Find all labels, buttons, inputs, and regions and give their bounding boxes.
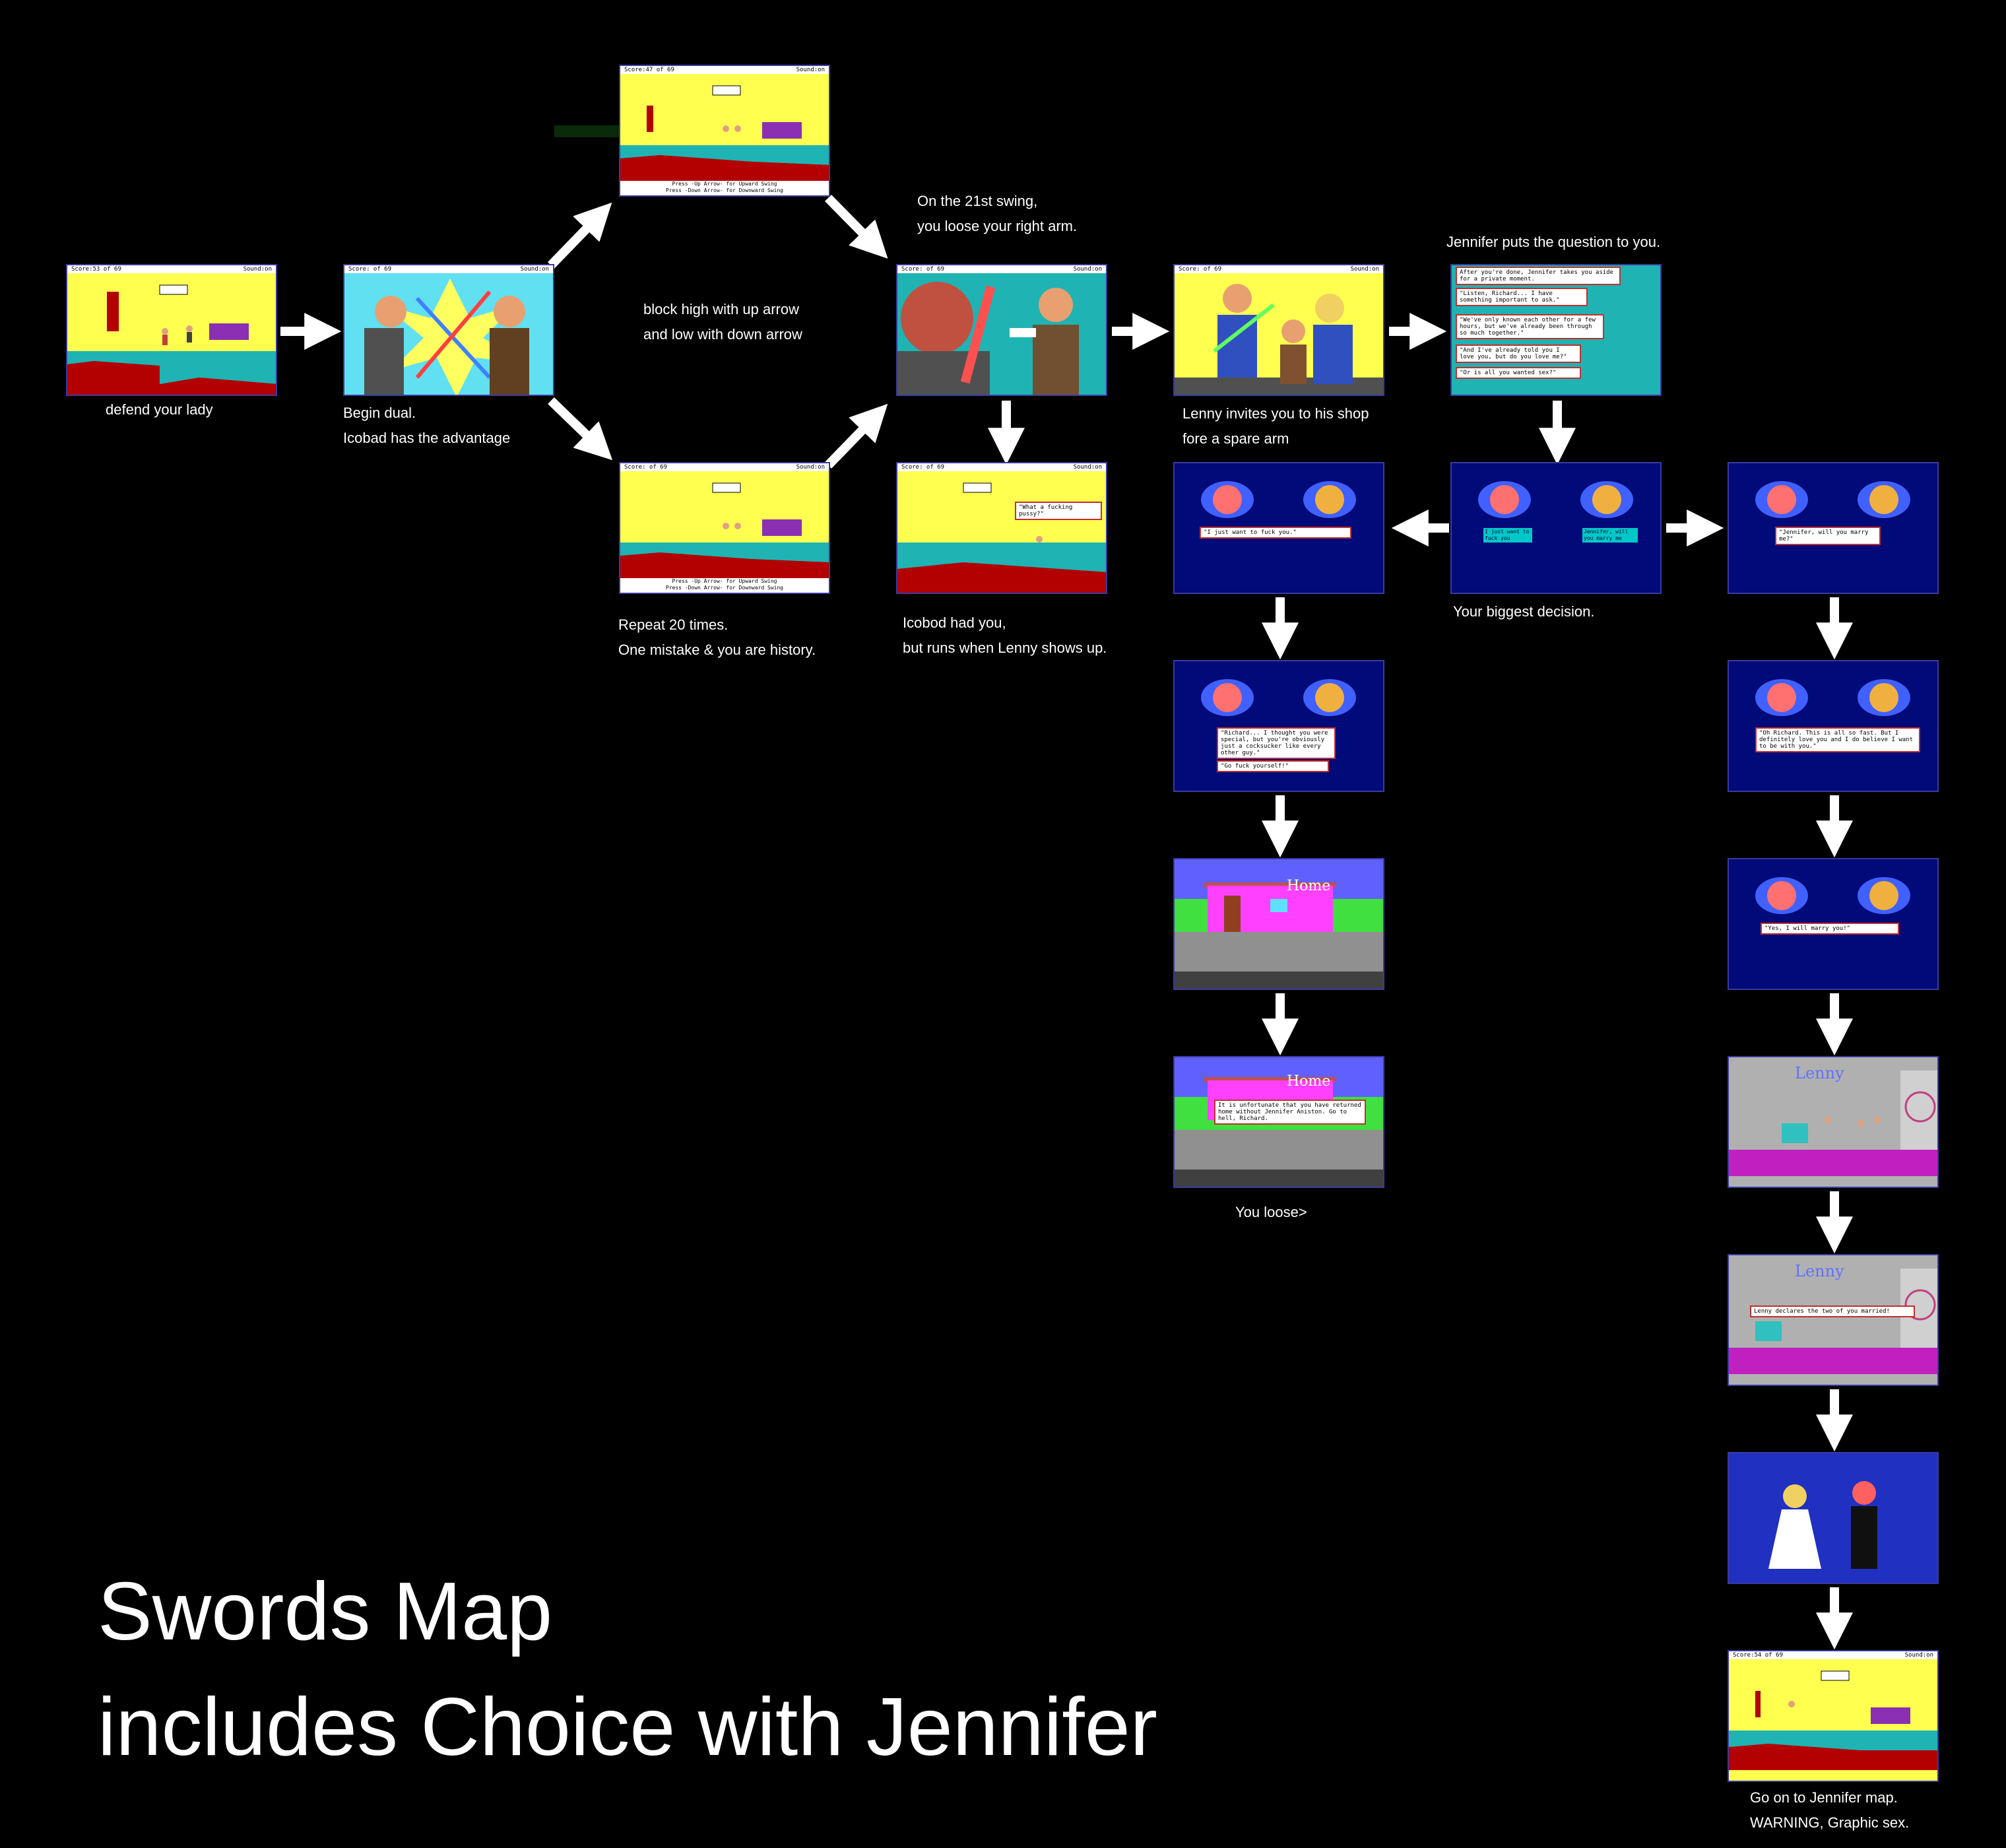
wedding-scene — [1768, 1481, 1877, 1569]
shop-scene — [1729, 1269, 1937, 1374]
dialog-box: "Go fuck yourself!" — [1217, 760, 1329, 772]
dialog-box: After you're done, Jennifer takes you as… — [1456, 267, 1621, 285]
screenshot-fuck-you: "I just want to fuck you." — [1173, 462, 1384, 594]
faces — [1201, 679, 1356, 716]
screenshot-marry-me: "Jennifer, will you marry me?" — [1728, 462, 1939, 594]
faces — [1478, 481, 1633, 518]
dialog-box: "And I've already told you I love you, b… — [1456, 345, 1581, 363]
dialog-box: "Listen, Richard... I have something imp… — [1456, 288, 1588, 306]
dialog-box: "Oh Richard. This is all so fast. But I … — [1755, 727, 1920, 752]
arrow — [825, 195, 888, 259]
dialog-box: "Jennifer, will you marry me?" — [1775, 527, 1881, 545]
home-sign: Home — [1287, 878, 1331, 894]
home-scene — [1175, 882, 1383, 989]
dialog-box: "Or is all you wanted sex?" — [1456, 367, 1581, 379]
caption-repeat: Repeat 20 times.One mistake & you are hi… — [618, 616, 816, 658]
dialog-box: "What a fucking pussy?" — [1015, 502, 1102, 520]
faces — [1755, 679, 1910, 716]
arrow — [548, 397, 613, 461]
lenny-sign: Lenny — [1795, 1262, 1844, 1280]
screenshot-decision: I just want to fuck you Jennifer, will y… — [1450, 462, 1662, 594]
dialog-box: "Yes, I will marry you!" — [1761, 923, 1899, 935]
dialog-box: "We've only known each other for a few h… — [1456, 314, 1604, 339]
caption-defend: defend your lady — [106, 401, 213, 418]
room-scene — [1729, 1670, 1937, 1770]
room-scene — [897, 482, 1106, 593]
duel-scene — [364, 279, 529, 395]
map-title-line2: includes Choice with Jennifer — [98, 1682, 1157, 1773]
screenshot-married: Lenny Lenny declares the two of you marr… — [1728, 1254, 1939, 1386]
dialog-box: Lenny declares the two of you married! — [1750, 1305, 1915, 1317]
caption-begin-dual: Begin dual.Icobad has the advantage — [343, 405, 511, 446]
home-sign: Home — [1287, 1073, 1331, 1090]
map-title-line1: Swords Map — [98, 1566, 553, 1657]
screenshot-question: After you're done, Jennifer takes you as… — [1450, 264, 1662, 396]
caption-21st-swing: On the 21st swing,you loose your right a… — [917, 193, 1078, 234]
caption-you-loose: You loose> — [1235, 1204, 1307, 1220]
lenny-sign: Lenny — [1795, 1064, 1844, 1082]
screenshot-oh-richard: "Oh Richard. This is all so fast. But I … — [1728, 660, 1939, 792]
screenshot-yes: "Yes, I will marry you!" — [1728, 858, 1939, 990]
choice-tag-b: Jennifer, will you marry me — [1582, 528, 1638, 543]
caption-go-on: Go on to Jennifer map.WARNING, Graphic s… — [1750, 1789, 1910, 1831]
arrow — [824, 403, 888, 469]
lenny-scene — [1175, 284, 1383, 395]
screenshot-rejected: "Richard... I thought you were special, … — [1173, 660, 1384, 792]
screenshot-home: Home — [1173, 858, 1384, 990]
screenshot-home-ending: Home It is unfortunate that you have ret… — [1173, 1056, 1384, 1188]
room-scene — [620, 482, 829, 579]
caption-icobod: Icobod had you,but runs when Lenny shows… — [903, 614, 1107, 656]
room-scene — [67, 284, 276, 395]
room-scene — [620, 85, 829, 182]
screenshot-lenny-shop: Lenny — [1728, 1056, 1939, 1188]
choice-tag-a: I just want to fuck you — [1483, 528, 1532, 543]
dialog-box: "I just want to fuck you." — [1200, 527, 1351, 539]
faces — [1755, 877, 1910, 914]
arrow — [547, 202, 612, 269]
dialog-box: "Richard... I thought you were special, … — [1217, 727, 1336, 759]
faces — [1755, 481, 1910, 518]
faces — [1201, 481, 1356, 518]
caption-question: Jennifer puts the question to you. — [1446, 234, 1661, 250]
screenshot-wedding — [1728, 1452, 1939, 1584]
dialog-box: It is unfortunate that you have returned… — [1214, 1100, 1366, 1125]
arm-scene — [897, 282, 1079, 395]
shop-scene — [1729, 1071, 1937, 1176]
caption-biggest: Your biggest decision. — [1453, 603, 1595, 620]
